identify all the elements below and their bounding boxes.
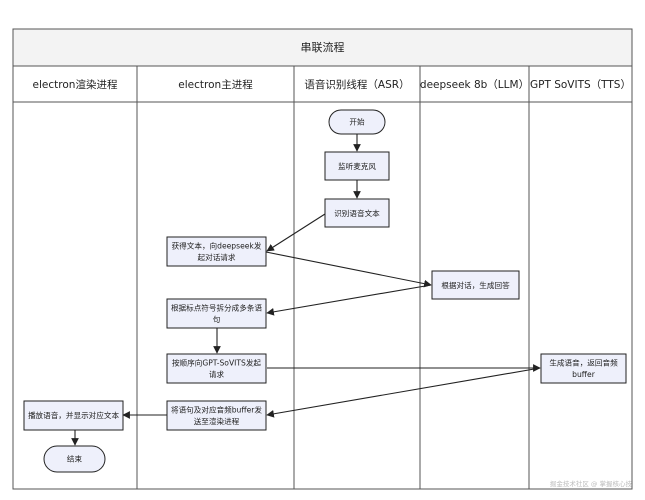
node-split-line2: 句 <box>213 314 221 324</box>
node-send-tts-line2: 请求 <box>209 369 225 379</box>
edges <box>71 134 541 446</box>
node-send-tts: 按顺序向GPT-SoVITS发起 请求 <box>166 353 267 384</box>
edge-reply-split <box>266 284 432 316</box>
node-play-label: 播放语音，并显示对应文本 <box>28 410 120 420</box>
node-play: 播放语音，并显示对应文本 <box>23 400 124 431</box>
node-listen-label: 监听麦克风 <box>338 161 376 171</box>
node-send-tts-line1: 按顺序向GPT-SoVITS发起 <box>172 358 261 368</box>
node-gen-audio-line1: 生成语音，返回音频 <box>549 358 618 368</box>
node-gen-audio: 生成语音，返回音频 buffer <box>540 353 627 384</box>
node-end: 结束 <box>43 445 106 473</box>
lane-header-render: electron渲染进程 <box>33 78 118 91</box>
lane-header-tts: GPT SoVITS（TTS） <box>530 79 631 91</box>
node-send-render: 将语句及对应音频buffer发 送至渲染进程 <box>166 400 267 431</box>
lane-header-llm: deepseek 8b（LLM） <box>420 79 529 91</box>
node-split-line1: 根据标点符号拆分成多条语 <box>171 303 263 313</box>
node-reply-label: 根据对话，生成回答 <box>441 280 510 290</box>
node-recognize: 识别语音文本 <box>324 198 390 228</box>
lane-dividers <box>136 66 530 489</box>
title-band <box>12 28 633 67</box>
node-start-label: 开始 <box>349 117 365 127</box>
edge-recognize-gettext <box>266 213 326 252</box>
diagram-title: 串联流程 <box>301 40 345 54</box>
node-recognize-label: 识别语音文本 <box>334 208 380 218</box>
node-gen-audio-line2: buffer <box>572 370 596 379</box>
node-end-label: 结束 <box>67 454 83 464</box>
node-reply: 根据对话，生成回答 <box>431 270 520 300</box>
lane-header-asr: 语音识别线程（ASR） <box>304 78 409 91</box>
node-send-render-line2: 送至渲染进程 <box>194 416 240 426</box>
node-start: 开始 <box>328 109 386 135</box>
node-get-text: 获得文本，向deepseek发 起对话请求 <box>166 236 267 267</box>
node-get-text-line2: 起对话请求 <box>198 252 236 262</box>
node-split: 根据标点符号拆分成多条语 句 <box>166 298 267 329</box>
lane-header-main: electron主进程 <box>178 79 253 91</box>
node-listen: 监听麦克风 <box>324 151 390 181</box>
node-get-text-line1: 获得文本，向deepseek发 <box>172 241 262 251</box>
edge-genaudio-sendrender <box>266 367 541 418</box>
node-send-render-line1: 将语句及对应音频buffer发 <box>171 405 262 415</box>
watermark-text: 掘金技术社区 @ 掌握核心技 <box>550 479 633 488</box>
edge-gettext-reply <box>265 251 432 288</box>
